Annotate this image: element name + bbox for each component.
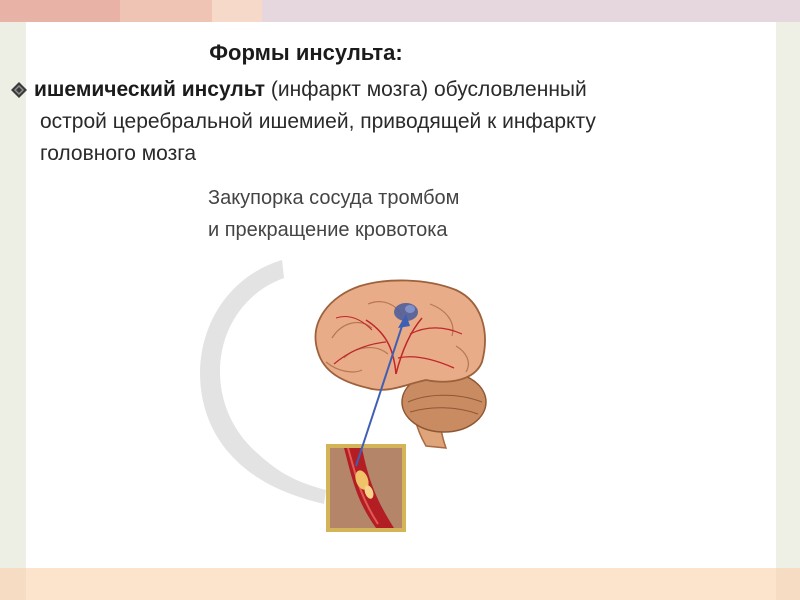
illustration-caption: Закупорка сосуда тромбом и прекращение к… bbox=[208, 182, 459, 246]
bottom-decor-bar-inner bbox=[26, 568, 776, 600]
caption-line: и прекращение кровотока bbox=[208, 219, 448, 241]
circular-arrow bbox=[200, 260, 326, 504]
bullet-text-line: острой церебральной ишемией, приводящей … bbox=[40, 110, 596, 133]
bullet-bold-term: ишемический инсульт bbox=[34, 78, 266, 101]
clot-arrow bbox=[355, 314, 410, 467]
bullet-text: (инфаркт мозга) обусловленный bbox=[265, 78, 587, 101]
right-decor-strip bbox=[776, 22, 800, 570]
slide-title: Формы инсульта: bbox=[209, 40, 403, 65]
caption-line: Закупорка сосуда тромбом bbox=[208, 187, 460, 209]
stroke-illustration bbox=[200, 260, 487, 532]
vessel-inset-image bbox=[326, 444, 406, 532]
bullet-item: ишемический инсульт (инфаркт мозга) обус… bbox=[11, 74, 746, 170]
bullet-text-line: головного мозга bbox=[40, 142, 197, 165]
slide-content: Формы инсульта: ишемический инсульт (инф… bbox=[11, 22, 776, 568]
left-decor-strip bbox=[0, 22, 26, 570]
brain-image bbox=[314, 279, 487, 449]
diamond-bullet-icon bbox=[11, 82, 27, 98]
